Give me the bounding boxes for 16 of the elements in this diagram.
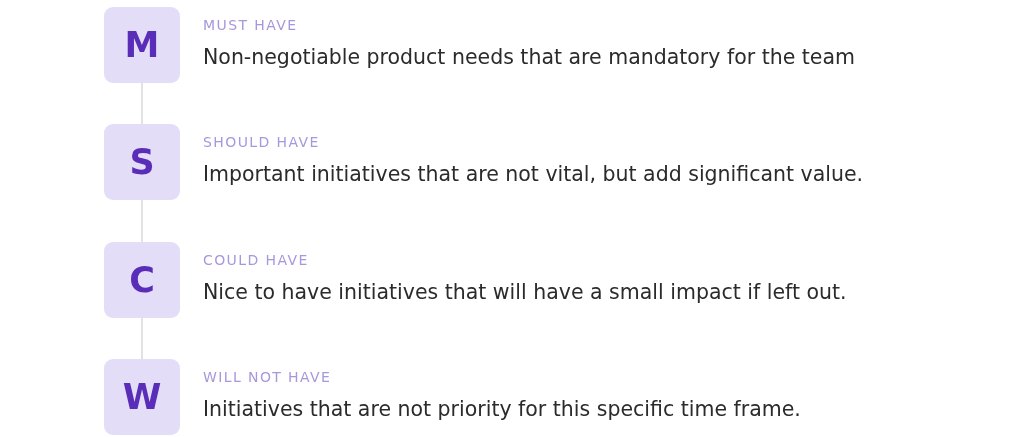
category-letter: W: [122, 379, 162, 415]
letter-box: [104, 124, 180, 200]
letter-box: [104, 242, 180, 318]
category-letter: C: [129, 262, 155, 298]
category-description: Important initiatives that are not vital, but add significant value.: [203, 162, 864, 187]
category-heading: COULD HAVE: [203, 252, 309, 269]
category-description: Nice to have initiatives that will have a small impact if left out.: [203, 280, 847, 305]
letter-box: [104, 7, 180, 83]
category-letter: S: [129, 144, 155, 180]
category-letter: M: [124, 27, 160, 63]
category-description: Initiatives that are not priority for this specific time frame.: [203, 397, 801, 422]
category-description: Non-negotiable product needs that are mandatory for the team: [203, 45, 855, 70]
category-heading: MUST HAVE: [203, 17, 298, 34]
letter-box: [104, 359, 180, 435]
category-heading: WILL NOT HAVE: [203, 369, 332, 386]
category-heading: SHOULD HAVE: [203, 134, 320, 151]
